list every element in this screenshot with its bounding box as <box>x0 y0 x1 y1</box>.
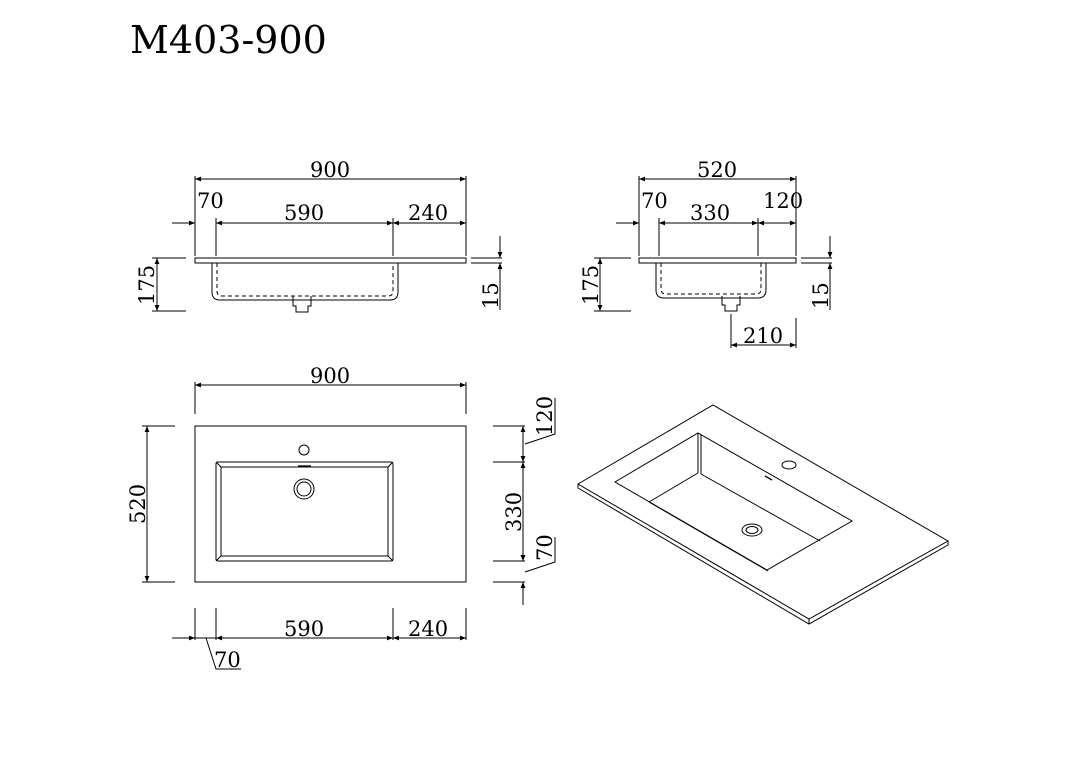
top-basin-width-590: 590 <box>284 617 324 641</box>
front-left-margin-70: 70 <box>197 189 224 213</box>
side-height-175: 175 <box>579 265 603 305</box>
side-front-margin-70: 70 <box>641 189 668 213</box>
top-back-margin-120: 120 <box>533 396 557 436</box>
side-slab-15: 15 <box>809 282 833 309</box>
side-drain-offset-210: 210 <box>743 324 783 348</box>
iso-tap-hole-icon <box>781 460 797 470</box>
iso-drain-icon <box>741 523 763 537</box>
side-depth-520: 520 <box>697 158 737 182</box>
top-width-900: 900 <box>310 364 350 388</box>
side-view: 520 70 330 120 175 15 210 <box>579 158 833 348</box>
side-back-margin-120: 120 <box>763 189 803 213</box>
iso-overflow-icon <box>764 475 773 481</box>
top-view: 900 520 120 330 70 70 590 240 <box>126 364 557 672</box>
top-right-margin-240: 240 <box>408 617 448 641</box>
front-basin-width-590: 590 <box>284 201 324 225</box>
side-basin-depth-330: 330 <box>690 201 730 225</box>
front-view: 900 70 590 240 175 15 <box>135 158 503 313</box>
isometric-view <box>577 404 950 625</box>
top-basin-depth-330: 330 <box>502 492 526 532</box>
front-height-175: 175 <box>135 265 159 305</box>
front-slab-15: 15 <box>479 282 503 309</box>
tap-hole-icon <box>298 444 310 456</box>
top-left-margin-70: 70 <box>214 648 241 672</box>
front-right-margin-240: 240 <box>408 201 448 225</box>
drain-icon <box>293 478 315 500</box>
front-width-900: 900 <box>310 158 350 182</box>
drawing-title: M403-900 <box>130 18 327 62</box>
top-depth-520: 520 <box>126 484 150 524</box>
top-front-margin-70: 70 <box>533 534 557 561</box>
